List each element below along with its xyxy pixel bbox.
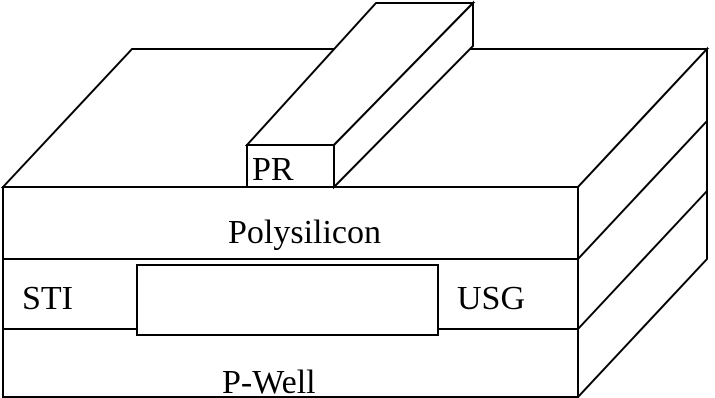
right-face-boundary-lower <box>577 190 708 330</box>
p-well-label: P-Well <box>222 364 316 398</box>
right-face-boundary-upper <box>577 120 708 260</box>
pr-label: PR <box>252 151 294 188</box>
pr-front-face <box>246 144 335 188</box>
active-region-window <box>136 264 439 336</box>
polysilicon-layer <box>2 186 579 260</box>
p-well-layer <box>2 328 579 398</box>
usg-label: USG <box>457 280 525 317</box>
polysilicon-label: Polysilicon <box>228 214 381 251</box>
sti-label: STI <box>22 280 73 317</box>
